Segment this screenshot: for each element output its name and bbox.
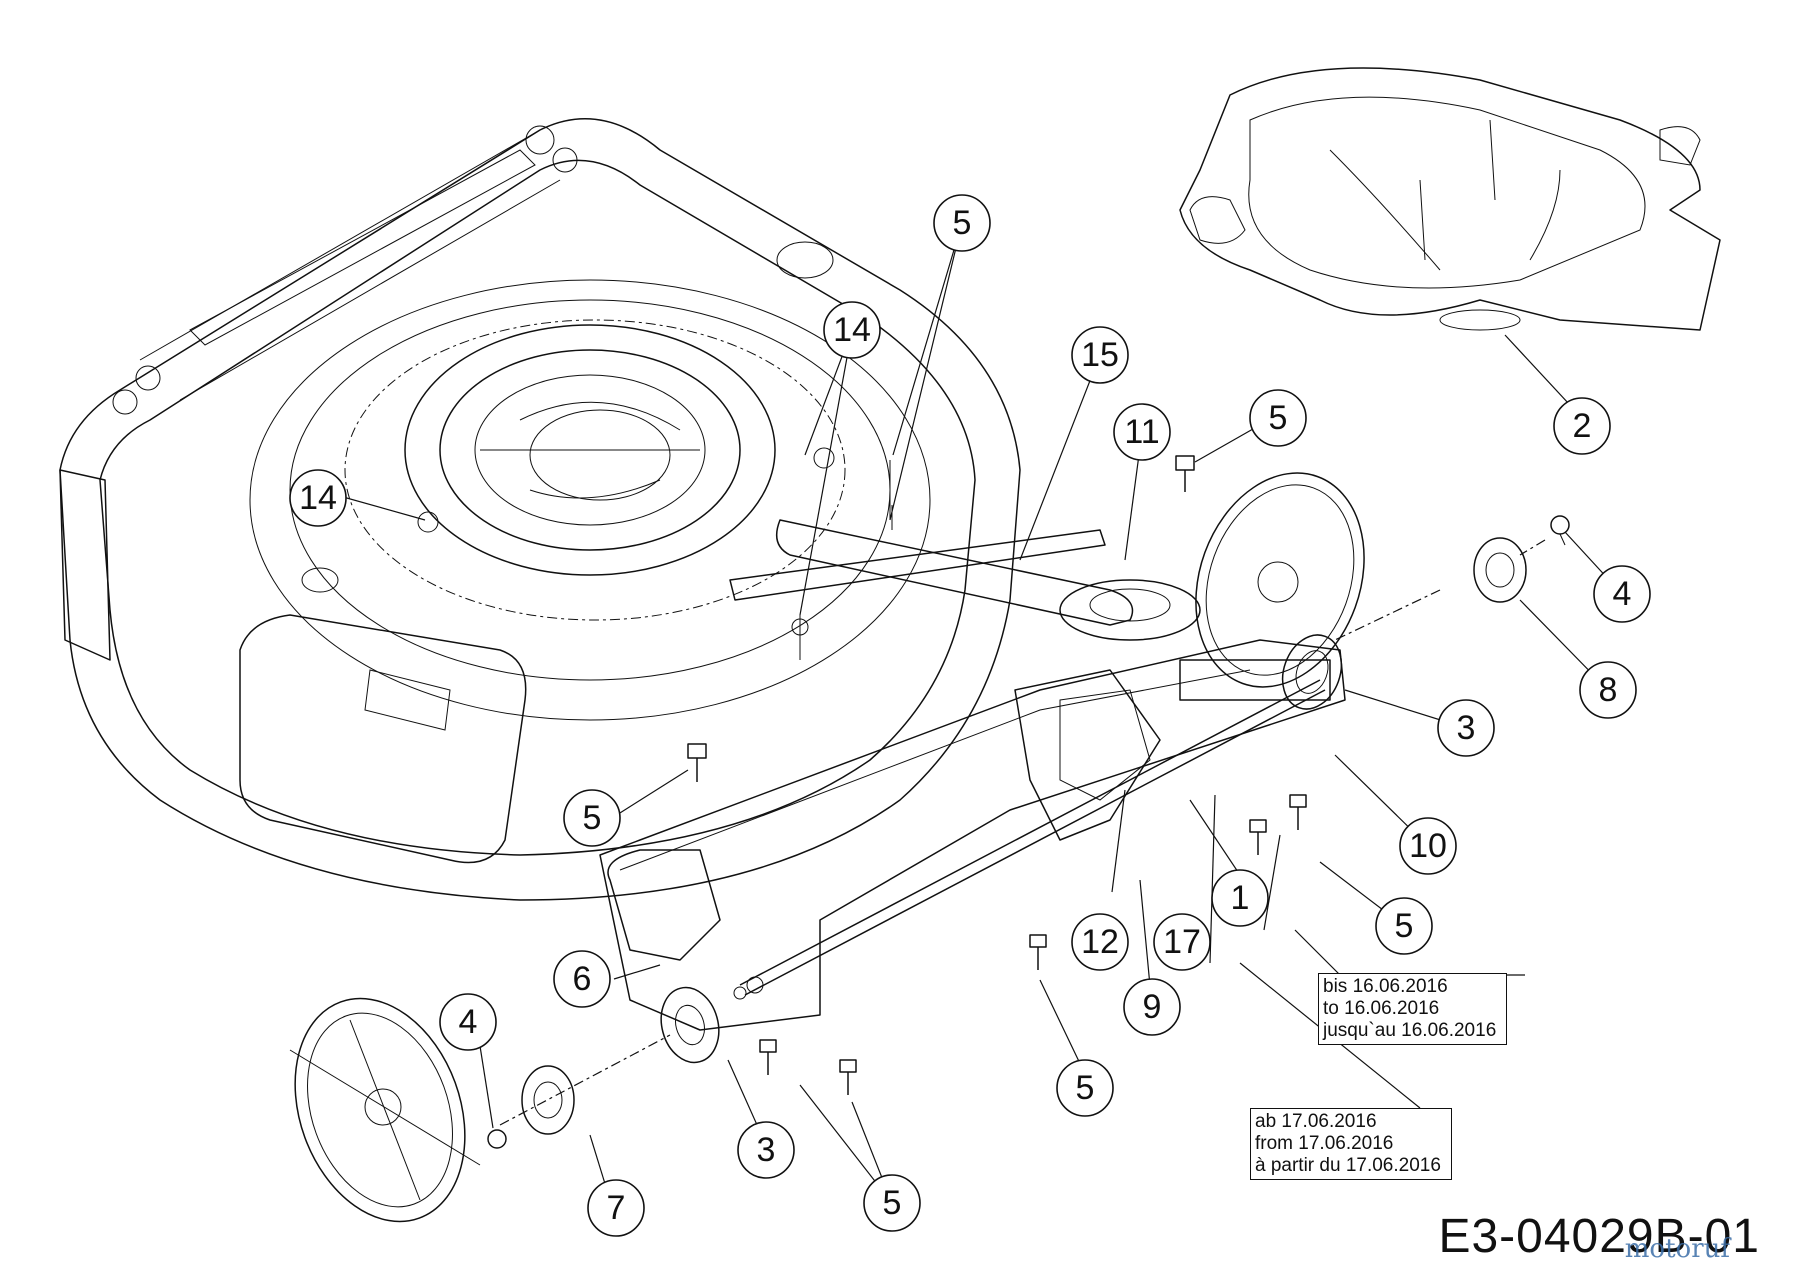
right-gear-hub (1281, 634, 1343, 710)
callout-label: 5 (1269, 399, 1288, 437)
note-line-de: bis 16.06.2016 (1323, 976, 1448, 997)
note-line-de: ab 17.06.2016 (1255, 1111, 1377, 1132)
callout-17: 17 (1153, 913, 1211, 971)
right-pinion-gear (1473, 537, 1527, 603)
callout-label: 12 (1081, 923, 1119, 961)
bolt-icon (1029, 934, 1047, 970)
callout-label: 17 (1163, 923, 1201, 961)
callout-5-bolts-right: 5 (1375, 897, 1433, 955)
gearbox-axle-assembly (599, 579, 1346, 1031)
callout-3-right: 3 (1437, 699, 1495, 757)
callout-label: 6 (573, 960, 592, 998)
callout-label: 15 (1081, 336, 1119, 374)
watermark-logo: motoruf (1624, 1234, 1730, 1264)
callout-label: 14 (833, 311, 871, 349)
callout-5-mid: 5 (1056, 1059, 1114, 1117)
note-line-en: from 17.06.2016 (1255, 1133, 1394, 1154)
callout-8: 8 (1579, 661, 1637, 719)
mower-deck (59, 118, 1021, 901)
callout-15: 15 (1071, 326, 1129, 384)
left-gear-hub (660, 986, 720, 1064)
callout-5-right: 5 (1249, 389, 1307, 447)
callout-label: 2 (1573, 407, 1592, 445)
callout-label: 11 (1124, 413, 1159, 451)
callout-2: 2 (1553, 397, 1611, 455)
left-wheel (289, 997, 481, 1223)
note-line-en: to 16.06.2016 (1323, 998, 1440, 1019)
left-wheel-cap-bolt (487, 1129, 507, 1149)
callout-label: 5 (953, 204, 972, 242)
note-line-fr: à partir du 17.06.2016 (1255, 1155, 1441, 1176)
bolt-icon (1249, 819, 1267, 855)
callout-14-top: 14 (823, 301, 881, 359)
callout-label: 4 (1613, 575, 1632, 613)
catcher-insert (1179, 67, 1721, 331)
drive-belt (729, 519, 1134, 626)
callout-14-left: 14 (289, 469, 347, 527)
diagram-id: E3-04029B-01 (1438, 1210, 1760, 1263)
callout-label: 1 (1231, 879, 1250, 917)
bolt-icon (839, 1059, 857, 1095)
note-line-fr: jusqu`au 16.06.2016 (1323, 1020, 1497, 1041)
callout-4-left: 4 (439, 993, 497, 1051)
right-wheel (1195, 472, 1365, 688)
callout-label: 4 (459, 1003, 478, 1041)
callout-label: 3 (1457, 709, 1476, 747)
callout-label: 5 (583, 799, 602, 837)
callout-label: 9 (1143, 988, 1162, 1026)
callout-10: 10 (1399, 817, 1457, 875)
callout-label: 5 (1395, 907, 1414, 945)
callout-label: 5 (883, 1184, 902, 1222)
callout-label: 3 (757, 1131, 776, 1169)
bolt-icon (759, 1039, 777, 1075)
callout-9: 9 (1123, 978, 1181, 1036)
callout-4-right: 4 (1593, 565, 1651, 623)
left-pinion-gear (521, 1065, 575, 1135)
callout-7: 7 (587, 1179, 645, 1237)
callout-12: 12 (1071, 913, 1129, 971)
callout-11: 11 (1113, 403, 1171, 461)
callout-1: 1 (1211, 869, 1269, 927)
bolt-icon (687, 743, 707, 782)
bolt-icon (1289, 794, 1307, 830)
callout-label: 5 (1076, 1069, 1095, 1107)
callout-5-left: 5 (563, 789, 621, 847)
callout-label: 14 (299, 479, 337, 517)
note-from-date: ab 17.06.2016 from 17.06.2016 à partir d… (1250, 1108, 1452, 1180)
right-wheel-cap-bolt (1550, 515, 1570, 546)
callout-6: 6 (553, 950, 611, 1008)
callout-label: 7 (607, 1189, 626, 1227)
callout-3-left: 3 (737, 1121, 795, 1179)
callout-5-bottom: 5 (863, 1174, 921, 1232)
callout-5-top: 5 (933, 194, 991, 252)
bolts (687, 455, 1307, 1095)
callout-label: 10 (1409, 827, 1447, 865)
note-until-date: bis 16.06.2016 to 16.06.2016 jusqu`au 16… (1318, 973, 1508, 1045)
bolt-icon (1175, 455, 1195, 492)
callout-label: 8 (1599, 671, 1618, 709)
